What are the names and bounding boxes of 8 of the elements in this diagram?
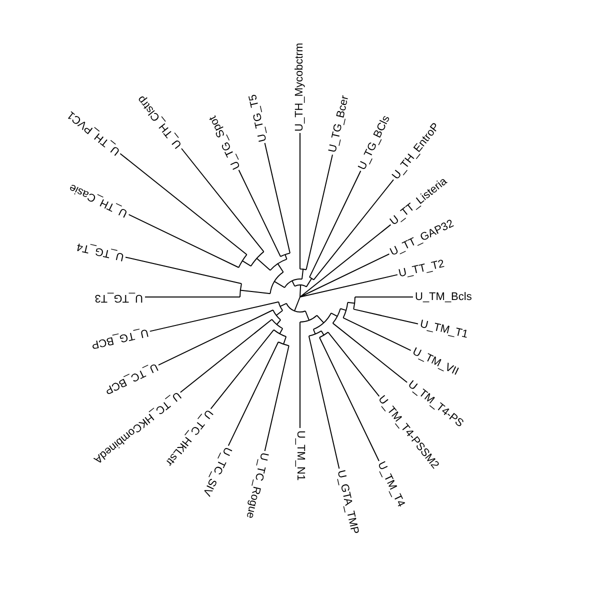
leaf-label: U_TG_T5: [248, 92, 270, 142]
leaf-label: U_TG_T4: [75, 240, 125, 262]
leaf-label: U_TM_Bcls: [415, 292, 472, 302]
leaf-label: U_TM_T1: [418, 319, 469, 341]
leaf-label: U_TT_T2: [398, 258, 446, 280]
leaf-label: U_TG_T3: [94, 292, 143, 302]
leaf-label: U_TM_N1: [294, 430, 306, 480]
leaf-label: U_TH_Mycobctrm: [294, 42, 306, 131]
